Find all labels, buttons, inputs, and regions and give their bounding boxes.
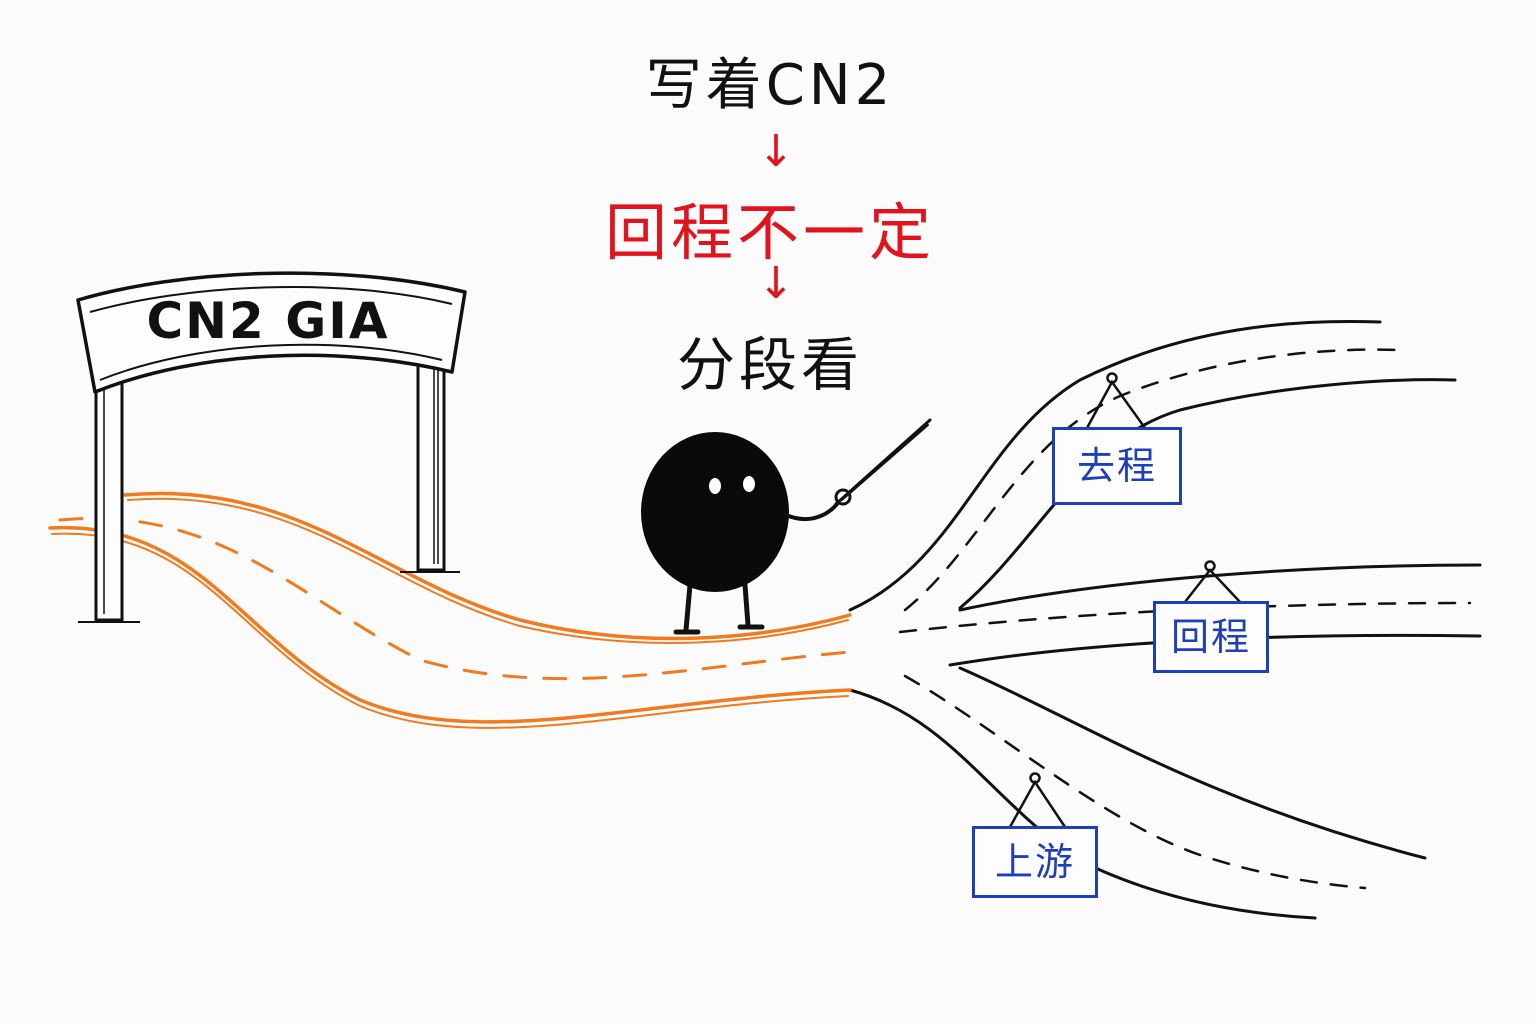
sign-upstream: 上游 [972, 826, 1098, 898]
upper-branch-edge-top [848, 319, 1382, 612]
cn2-gia-arch [76, 271, 467, 623]
lower-branch-centerline [903, 674, 1367, 890]
sign-return: 回程 [1153, 601, 1269, 673]
main-road-centerline [58, 517, 852, 681]
character-left-leg [683, 582, 693, 633]
character-right-leg [742, 582, 751, 628]
upper-branch-edge-bottom [958, 378, 1457, 610]
main-road-edge-top-2 [127, 497, 849, 644]
caption-line-cn2-label: 写着CN2 [645, 53, 895, 118]
character-arm [784, 498, 842, 521]
main-road-edge-top [123, 491, 852, 641]
character-body [641, 432, 789, 592]
round-black-character-icon [641, 432, 852, 635]
lower-branch-edge-top [958, 666, 1427, 860]
pointer-stick-icon [834, 418, 932, 506]
down-arrow-icon: ↓ [757, 126, 795, 177]
upper-branch-centerline [903, 348, 1402, 612]
character-right-eye [743, 476, 755, 492]
main-road-edge-bottom-2 [51, 532, 849, 729]
main-road-edge-bottom [48, 525, 852, 724]
arch-banner [76, 271, 467, 394]
arch-label: CN2 GIA [146, 292, 390, 350]
main-road [48, 491, 852, 729]
arch-left-post [94, 378, 124, 622]
sign-outbound: 去程 [1052, 427, 1182, 505]
character-left-eye [709, 478, 721, 494]
arch-right-post [416, 358, 446, 572]
caption-line-check-by-segment: 分段看 [676, 331, 863, 399]
down-arrow-icon: ↓ [757, 258, 795, 309]
sign-hangers [1008, 372, 1241, 828]
caption-line-return-uncertain: 回程不一定 [604, 196, 935, 269]
